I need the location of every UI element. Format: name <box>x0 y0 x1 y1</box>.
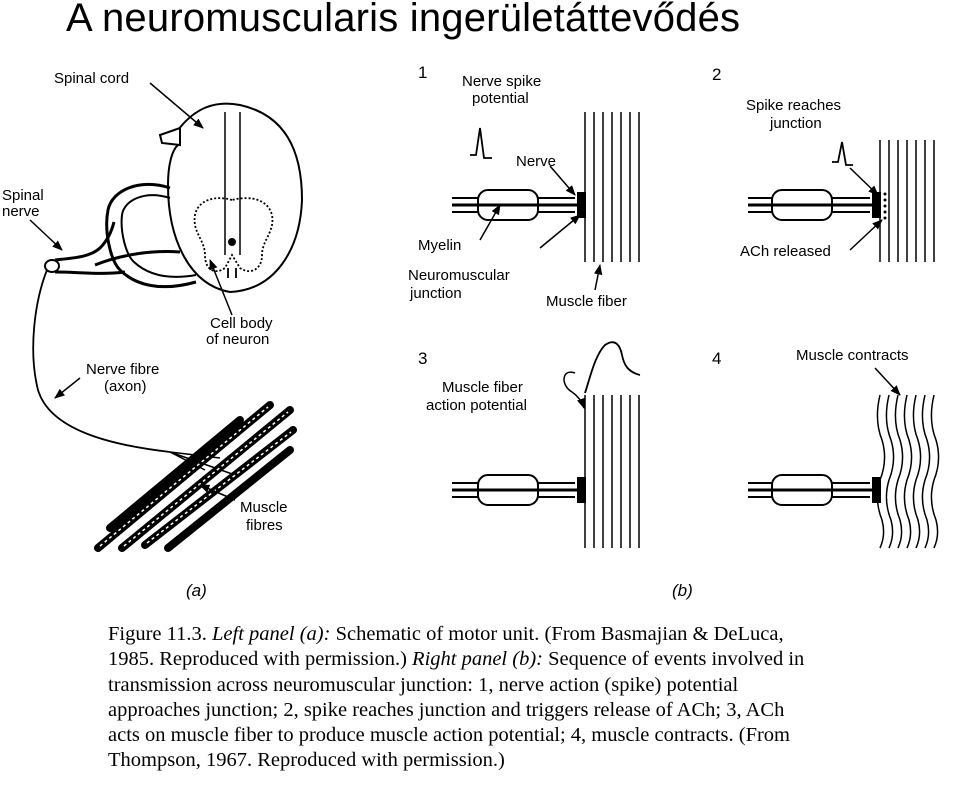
step1-spike-2: potential <box>472 90 529 107</box>
step2-number: 2 <box>712 65 721 84</box>
caption-right-panel: Right panel (b): <box>412 648 543 671</box>
step2-reaches-2: junction <box>769 115 822 132</box>
label-spinal-nerve-1: Spinal <box>2 187 44 204</box>
label-cell-body-2: of neuron <box>206 331 269 348</box>
label-muscle-fibres-1: Muscle <box>240 499 288 516</box>
label-nerve-fibre-1: Nerve fibre <box>86 361 159 378</box>
step1-number: 1 <box>418 63 427 82</box>
caption-line4: approaches junction; 2, spike reaches ju… <box>108 698 785 721</box>
label-spinal-cord: Spinal cord <box>54 70 129 87</box>
step3-ap-2: action potential <box>426 397 527 414</box>
caption-line5: acts on muscle fiber to produce muscle a… <box>108 724 790 747</box>
step1-muscle-fiber: Muscle fiber <box>546 293 627 310</box>
step4-number: 4 <box>712 349 721 368</box>
step2-ach: ACh released <box>740 243 831 260</box>
step1-spike-1: Nerve spike <box>462 73 541 90</box>
label-muscle-fibres-2: fibres <box>246 517 283 534</box>
step4-contracts: Muscle contracts <box>796 347 909 364</box>
spinal-cord-shape <box>166 102 304 294</box>
step1-nmj-2: junction <box>409 285 462 302</box>
step1-diagram <box>452 112 640 291</box>
step3-ap-1: Muscle fiber <box>442 379 523 396</box>
panel-a-letter: (a) <box>186 581 207 600</box>
step2-diagram <box>748 140 935 262</box>
step1-nerve: Nerve <box>516 153 556 170</box>
figure-caption: Figure 11.3. Left panel (a): Schematic o… <box>108 622 959 774</box>
caption-fig-label: Figure 11.3. <box>108 623 207 645</box>
step4-diagram <box>748 367 940 549</box>
label-cell-body-1: Cell body <box>210 315 273 332</box>
step3-number: 3 <box>418 349 427 368</box>
caption-line2-a: 1985. Reproduced with permission.) <box>108 648 407 671</box>
caption-line6: Thompson, 1967. Reproduced with permissi… <box>108 749 505 772</box>
label-spinal-nerve-2: nerve <box>2 203 40 220</box>
nerve-fibre-axon <box>32 269 171 453</box>
page-title: A neuromuscularis ingerületáttevődés <box>66 0 741 40</box>
caption-line3: transmission across neuromuscular juncti… <box>108 673 739 696</box>
step1-nmj-1: Neuromuscular <box>408 267 510 284</box>
panel-b-letter: (b) <box>672 581 693 600</box>
label-nerve-fibre-2: (axon) <box>104 378 147 395</box>
grey-matter <box>193 197 274 272</box>
caption-line2-b: Sequence of events involved in <box>548 648 805 671</box>
caption-left-panel: Left panel (a): <box>212 623 331 645</box>
step2-reaches-1: Spike reaches <box>746 97 841 114</box>
caption-text-a: Schematic of motor unit. (From Basmajian… <box>335 623 784 645</box>
step1-myelin: Myelin <box>418 237 461 254</box>
motor-unit-diagram <box>29 82 304 552</box>
step3-diagram <box>452 341 641 548</box>
